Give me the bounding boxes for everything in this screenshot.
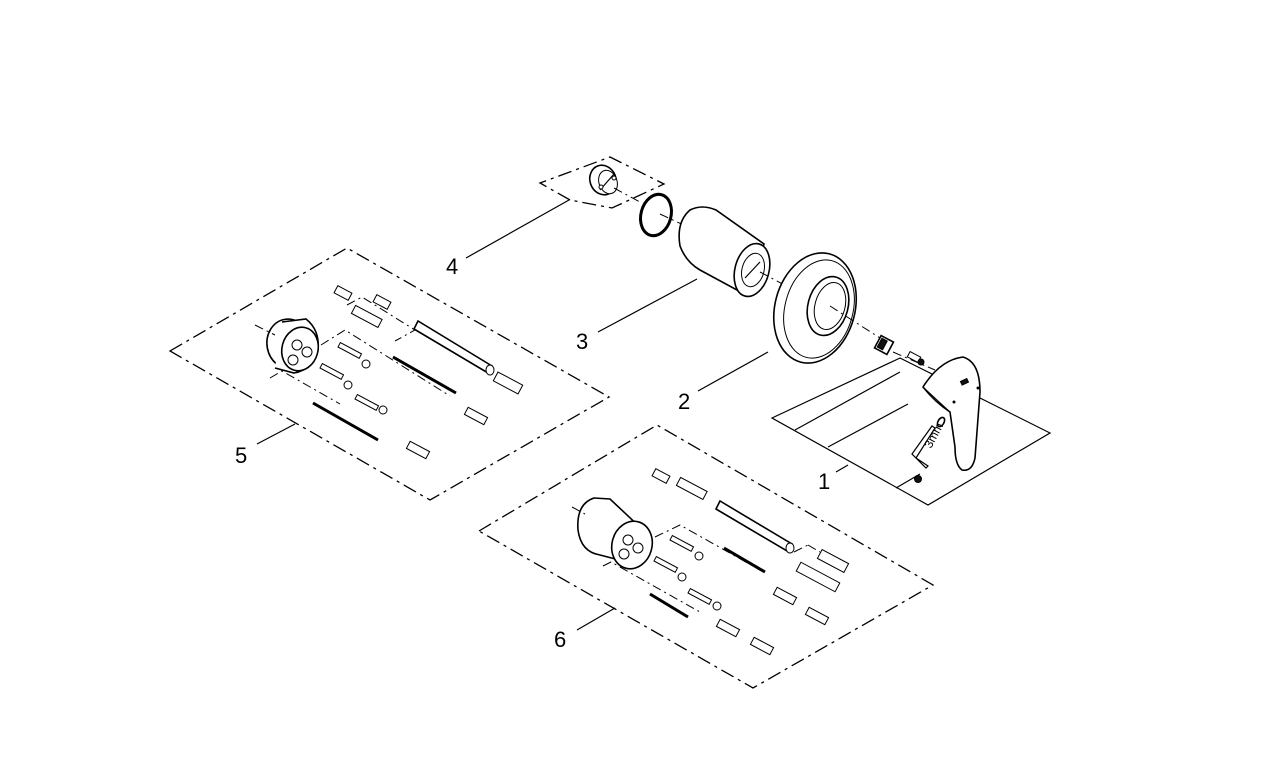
- callout-4: 4: [446, 254, 458, 279]
- callout-2: 2: [678, 389, 690, 414]
- part-3-sleeve: [678, 206, 791, 298]
- o-ring: [639, 192, 673, 238]
- part-6-extension-set: 6: [477, 424, 935, 689]
- leader-4: [465, 199, 570, 259]
- part-1-lever-set: 3mm: [770, 334, 1052, 506]
- part-4-group: [538, 156, 666, 209]
- part-2-rosette: [772, 252, 881, 364]
- callout-1: 1: [818, 469, 830, 494]
- callout-6: 6: [554, 627, 566, 652]
- callout-3: 3: [576, 329, 588, 354]
- leader-2: [697, 351, 769, 392]
- leader-1: [835, 464, 849, 473]
- part-5-extension-set: 5: [168, 247, 611, 501]
- leader-3: [597, 278, 698, 333]
- callout-5: 5: [235, 443, 247, 468]
